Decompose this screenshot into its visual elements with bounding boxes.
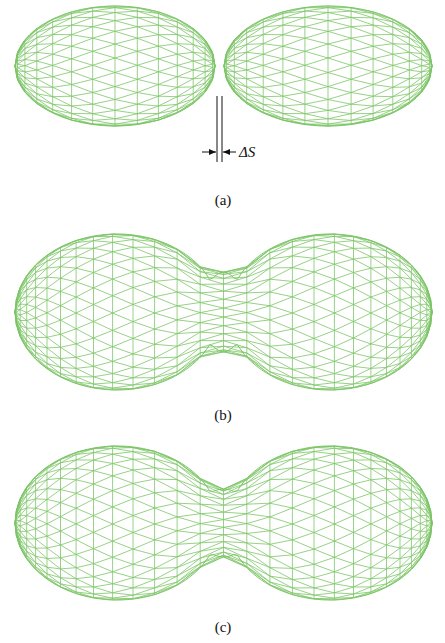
mesh-outline	[15, 446, 432, 600]
triangle-mesh	[15, 234, 432, 390]
mesh-outline	[15, 234, 432, 390]
triangle-mesh	[15, 446, 432, 600]
triangle-mesh	[224, 6, 432, 126]
subfigure-label: (a)	[215, 193, 232, 208]
mesh-outline	[224, 6, 432, 126]
mesh-outline	[15, 6, 215, 126]
subfigure-label: (c)	[215, 620, 232, 635]
gap-dimension	[202, 96, 236, 162]
subfigure-label: (b)	[214, 408, 232, 423]
dimension-label: ΔS	[239, 145, 255, 160]
triangle-mesh	[15, 6, 215, 126]
